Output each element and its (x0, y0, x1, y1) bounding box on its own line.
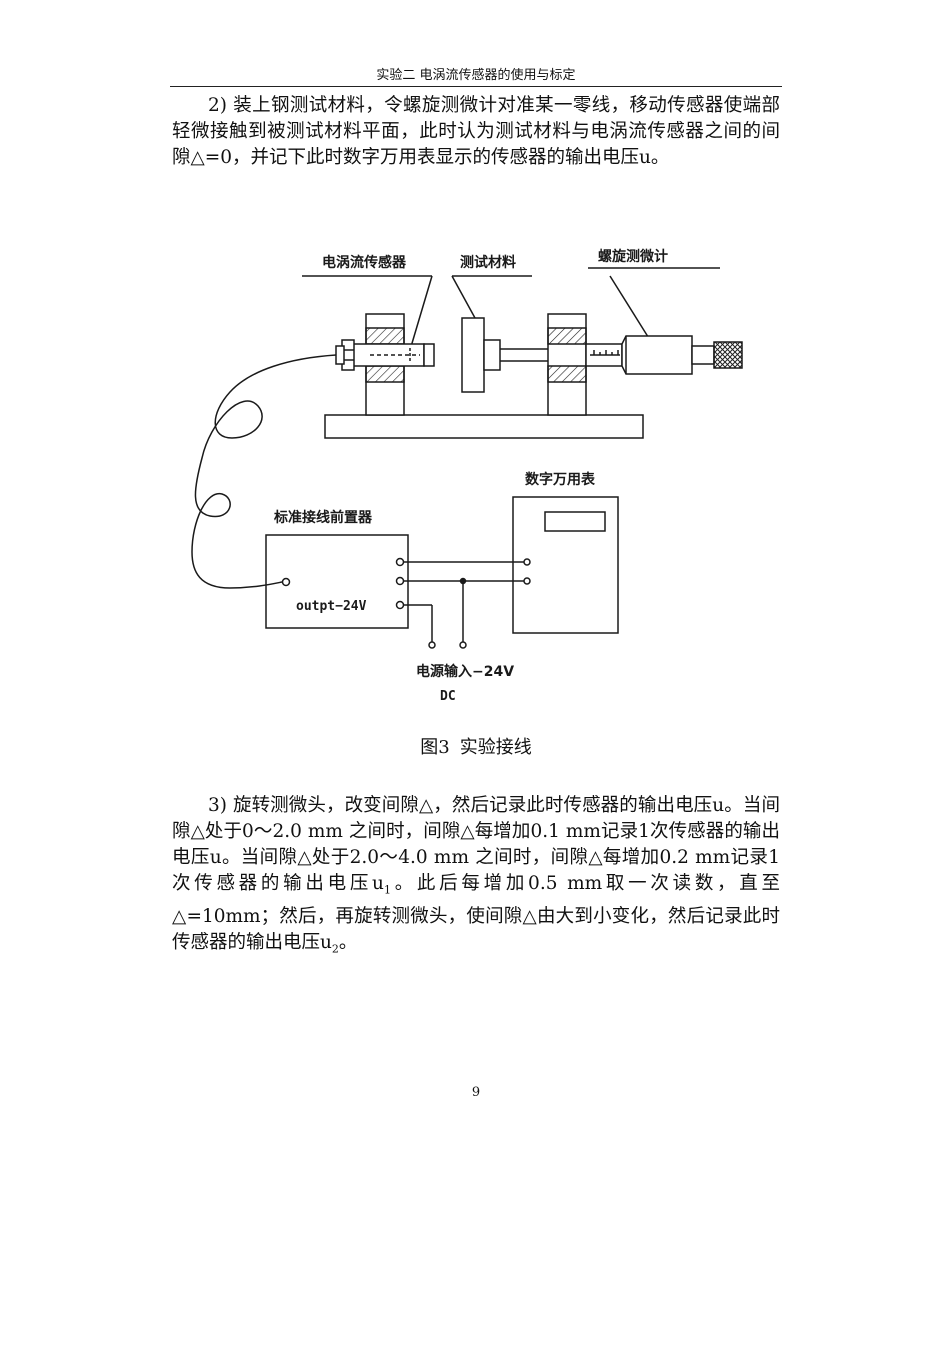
paragraph-step-3-part2: 。此后每增加0.5 mm取一次读数，直至△=10mm；然后，再旋转测微头，使间隙… (172, 873, 780, 953)
paragraph-step-2-text: 2) 装上钢测试材料，令螺旋测微计对准某一零线，移动传感器使端部轻微接触到被测试… (172, 95, 780, 168)
label-output-terminal: outpt−24V (296, 599, 367, 614)
header-rule (170, 86, 782, 87)
running-header: 实验二 电涡流传感器的使用与标定 (376, 68, 576, 83)
paragraph-step-3: 3) 旋转测微头，改变间隙△，然后记录此时传感器的输出电压u。当间隙△处于0～2… (172, 793, 780, 962)
figure-caption-text: 实验接线 (459, 737, 532, 758)
figure-caption: 图3 实验接线 (170, 733, 782, 759)
label-dc: DC (440, 689, 456, 704)
wiring-diagram: 电涡流传感器 测试材料 螺旋测微计 (170, 222, 760, 714)
label-multimeter: 数字万用表 (525, 471, 596, 488)
label-eddy-sensor: 电涡流传感器 (322, 254, 407, 271)
figure-caption-number: 图3 (420, 737, 450, 758)
label-test-material: 测试材料 (460, 254, 516, 271)
label-power-input: 电源输入−24V (416, 663, 514, 680)
label-micrometer: 螺旋测微计 (598, 248, 668, 265)
page-number: 9 (471, 1085, 481, 1100)
subscript-1: 1 (383, 883, 391, 897)
paragraph-step-3-part1: 3) 旋转测微头，改变间隙△，然后记录此时传感器的输出电压u。当间隙△处于0～2… (172, 795, 780, 894)
subscript-2: 2 (331, 942, 339, 956)
label-preamp: 标准接线前置器 (273, 509, 373, 526)
paragraph-step-2: 2) 装上钢测试材料，令螺旋测微计对准某一零线，移动传感器使端部轻微接触到被测试… (172, 93, 780, 171)
paragraph-step-3-part3: 。 (338, 931, 358, 953)
